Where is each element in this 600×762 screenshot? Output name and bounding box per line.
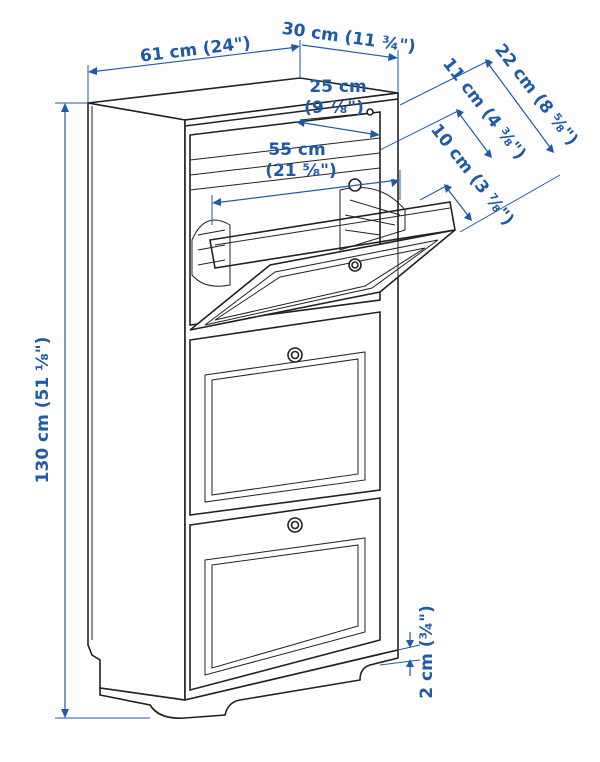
cabinet-left-side [87,102,186,701]
lower-drawer [189,497,381,692]
cabinet [87,77,456,720]
inner-depth-inch-label: (9 ⅞") [304,98,364,118]
width-label: 61 cm (24") [139,33,252,66]
inner-width-label: 55 cm [268,140,325,160]
leg-height-label: 2 cm (¾") [417,605,437,698]
middle-drawer [189,311,381,516]
dimension-lines [55,40,561,719]
inner-width-inch-label: (21 ⅝") [265,161,337,181]
inner-depth-label: 25 cm [309,77,366,97]
hinge-dot-icon [366,108,374,116]
height-label: 130 cm (51 ⅛") [33,337,53,484]
